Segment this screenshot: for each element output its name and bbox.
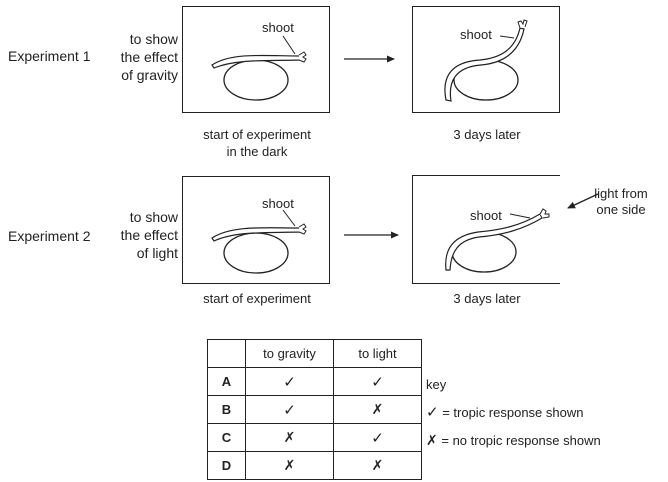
legend-cross-text: = no tropic response shown (441, 433, 601, 448)
purpose-line: to show (129, 209, 178, 225)
purpose-line: the effect (120, 227, 178, 243)
shoot-label: shoot (262, 196, 294, 211)
table-header-cell: to gravity (245, 339, 334, 368)
table-header-cell (207, 339, 246, 368)
purpose-line: of gravity (121, 67, 178, 83)
tick-icon: ✓ (371, 373, 384, 391)
experiment-2-purpose: to show the effect of light (96, 208, 178, 262)
label-pointer (282, 35, 296, 55)
cross-icon: ✗ (283, 429, 296, 445)
light-cell: ✗ (333, 451, 422, 480)
table-row: D ✗ ✗ (207, 451, 422, 480)
light-cell: ✗ (333, 395, 422, 424)
label-pointer (499, 35, 515, 39)
light-label-line: one side (596, 202, 646, 217)
tick-icon: ✓ (283, 401, 296, 419)
seedling-drawing (211, 51, 307, 101)
gravity-cell: ✓ (245, 395, 334, 424)
shoot-label: shoot (262, 20, 294, 35)
option-cell: D (207, 451, 246, 480)
light-arrow-icon (567, 193, 599, 209)
caption-line: start of experiment (203, 127, 311, 142)
experiment-1-start-caption: start of experiment in the dark (182, 126, 332, 160)
light-source-label: light from one side (580, 186, 662, 218)
experiment-2-end-caption: 3 days later (453, 291, 521, 306)
option-cell: A (207, 367, 246, 396)
seedling-drawing (445, 208, 550, 273)
label-pointer (282, 209, 296, 227)
experiment-2-label: Experiment 2 (8, 228, 91, 244)
gravity-cell: ✗ (245, 451, 334, 480)
table-row: C ✗ ✓ (207, 423, 422, 452)
legend-title: key (426, 377, 447, 392)
gravity-cell: ✗ (245, 423, 334, 452)
tick-icon: ✓ (283, 373, 296, 391)
tick-icon: ✓ (426, 404, 439, 421)
cross-icon: ✗ (426, 432, 438, 448)
caption-line: in the dark (226, 144, 288, 159)
purpose-line: the effect (120, 49, 178, 65)
legend-cross-entry: ✗ = no tropic response shown (426, 432, 601, 449)
legend-tick-text: = tropic response shown (442, 405, 584, 420)
table-row: B ✓ ✗ (207, 395, 422, 424)
label-pointer (509, 213, 531, 219)
table-header-row: to gravity to light (207, 339, 422, 368)
shoot-label: shoot (470, 208, 502, 223)
purpose-line: of light (136, 245, 178, 261)
seedling-drawing (444, 19, 528, 102)
option-cell: B (207, 395, 246, 424)
experiment-1-end-caption: 3 days later (453, 127, 521, 142)
light-cell: ✓ (333, 423, 422, 452)
answer-options-table: to gravity to light A ✓ ✓ B ✓ ✗ C ✗ ✓ D … (207, 339, 422, 480)
experiment-2-start-caption: start of experiment (203, 291, 311, 306)
table-row: A ✓ ✓ (207, 367, 422, 396)
light-label-line: light from (594, 186, 648, 201)
tick-icon: ✓ (371, 429, 384, 447)
seedling-drawing (211, 223, 307, 274)
shoot-label: shoot (460, 27, 492, 42)
purpose-line: to show (129, 31, 178, 47)
experiment-1-label: Experiment 1 (8, 48, 91, 64)
table-header-cell: to light (333, 339, 422, 368)
cross-icon: ✗ (371, 401, 384, 417)
experiment-drawings (211, 19, 599, 274)
gravity-cell: ✓ (245, 367, 334, 396)
option-cell: C (207, 423, 246, 452)
cross-icon: ✗ (371, 457, 384, 473)
light-cell: ✓ (333, 367, 422, 396)
legend-tick-entry: ✓ = tropic response shown (426, 404, 583, 421)
experiment-1-purpose: to show the effect of gravity (96, 30, 178, 84)
table-body: A ✓ ✓ B ✓ ✗ C ✗ ✓ D ✗ ✗ (207, 367, 422, 480)
cross-icon: ✗ (283, 457, 296, 473)
